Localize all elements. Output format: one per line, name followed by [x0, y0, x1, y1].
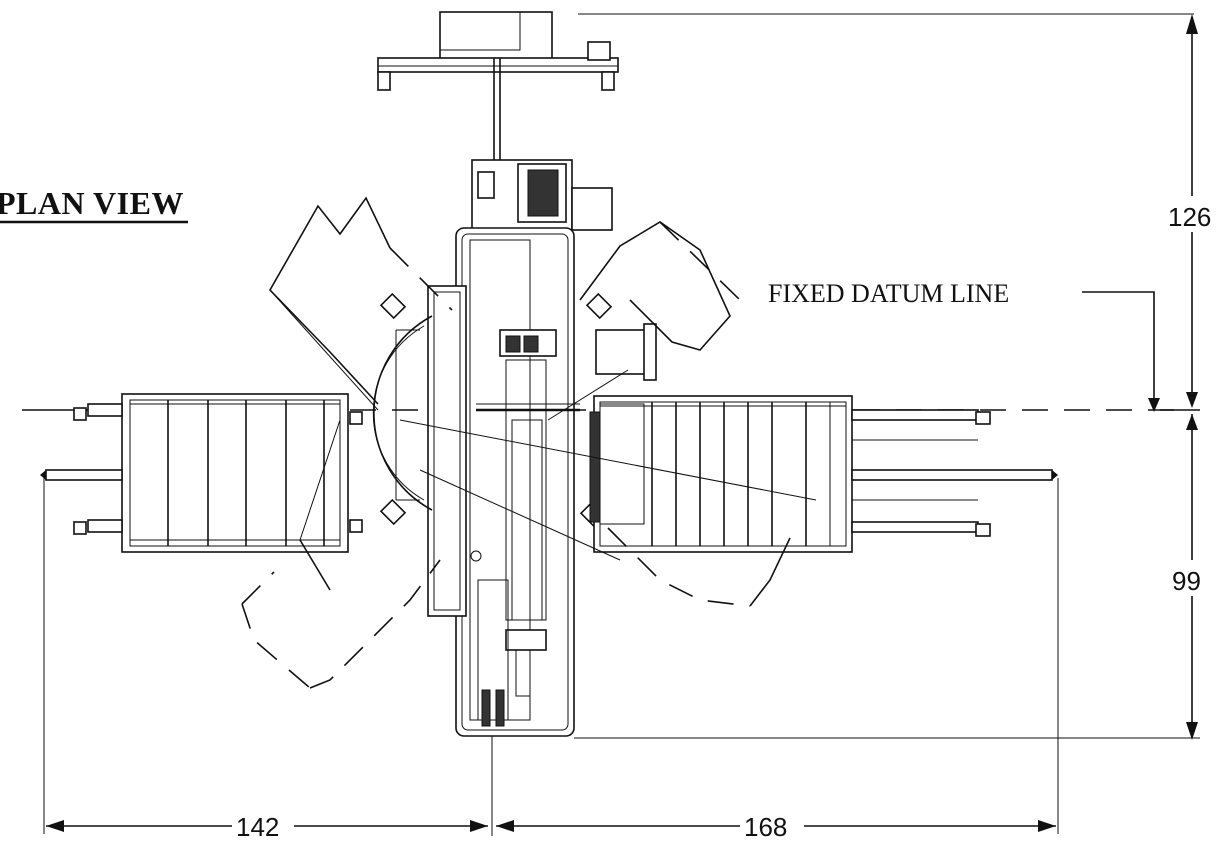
datum-leader-line	[1082, 291, 1155, 405]
left-push-rod	[45, 469, 123, 481]
dimension-168: 168	[496, 478, 1059, 841]
dimension-142-label: 142	[236, 812, 279, 841]
central-column	[427, 227, 580, 737]
arrow-down-icon	[1186, 392, 1198, 408]
datum-arrow-icon	[1148, 398, 1160, 412]
dimension-126-label: 126	[1168, 202, 1211, 232]
top-bracket	[587, 41, 611, 61]
top-crossbar	[377, 57, 619, 73]
dimension-168-label: 168	[744, 812, 787, 841]
right-motor	[595, 329, 653, 375]
dimension-126: 126	[1166, 14, 1216, 408]
drawing-title: PLAN VIEW	[0, 185, 184, 221]
datum-label-group: FIXED DATUM LINE	[768, 279, 1160, 412]
arrow-up-icon	[1186, 14, 1198, 34]
arrow-right-icon	[1038, 820, 1056, 832]
upper-drive-block	[471, 159, 613, 231]
arrow-left-icon	[46, 820, 64, 832]
swing-arm-outlines	[241, 196, 817, 689]
arrow-right-icon	[470, 820, 488, 832]
arrow-left-icon	[496, 820, 514, 832]
fixed-datum-label: FIXED DATUM LINE	[768, 279, 1009, 308]
top-motor-assembly	[377, 11, 1194, 410]
central-column-body	[455, 227, 575, 737]
right-conveyor-frame	[593, 395, 853, 553]
right-conveyor	[589, 323, 1058, 553]
right-push-rod	[851, 469, 1053, 481]
dimension-99: 99	[574, 414, 1216, 740]
left-conveyor-frame	[121, 393, 349, 553]
left-conveyor	[40, 393, 363, 553]
dimension-99-label: 99	[1172, 566, 1201, 596]
top-motor-inner	[439, 11, 521, 51]
arrow-down-icon	[1186, 722, 1198, 740]
title-group: PLAN VIEW	[0, 185, 188, 224]
turntable-arc	[373, 315, 433, 511]
arrow-up-icon	[1186, 414, 1198, 430]
dimension-142: 142	[43, 478, 493, 841]
